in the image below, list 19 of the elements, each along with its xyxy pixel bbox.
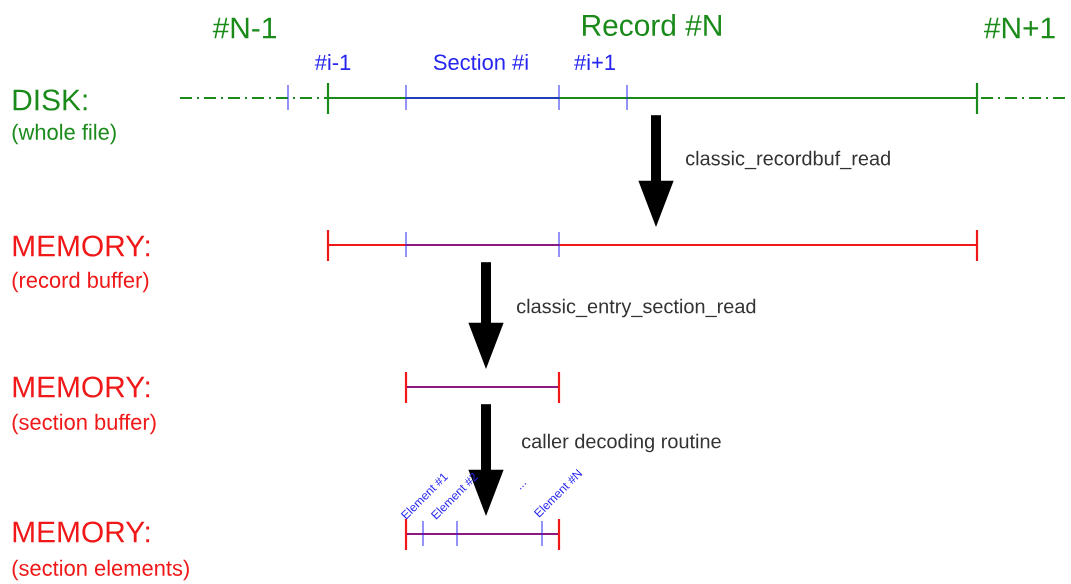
row-title: DISK: xyxy=(13,89,87,111)
record-label: #N-1 xyxy=(212,17,276,39)
row-subtitle: (section elements) xyxy=(12,559,189,581)
buffer-bar xyxy=(326,230,979,261)
record-label: #N+1 xyxy=(984,17,1055,39)
row-subtitle: (section buffer) xyxy=(12,413,156,435)
buffer-bar xyxy=(404,519,561,550)
buffer-bar xyxy=(404,372,561,403)
edge-label: classic_entry_section_read xyxy=(517,298,756,318)
row-title: MEMORY: xyxy=(13,235,150,257)
row-title: MEMORY: xyxy=(13,521,150,543)
row-subtitle: (whole file) xyxy=(12,123,116,145)
element-label: ... xyxy=(519,483,527,490)
buffer-bar xyxy=(180,83,1065,114)
record-label: Record #N xyxy=(583,14,721,36)
edge-label: classic_recordbuf_read xyxy=(686,150,890,170)
row-title: MEMORY: xyxy=(13,376,150,398)
row-subtitle: (record buffer) xyxy=(12,271,149,293)
edge-label: caller decoding routine xyxy=(522,433,721,453)
